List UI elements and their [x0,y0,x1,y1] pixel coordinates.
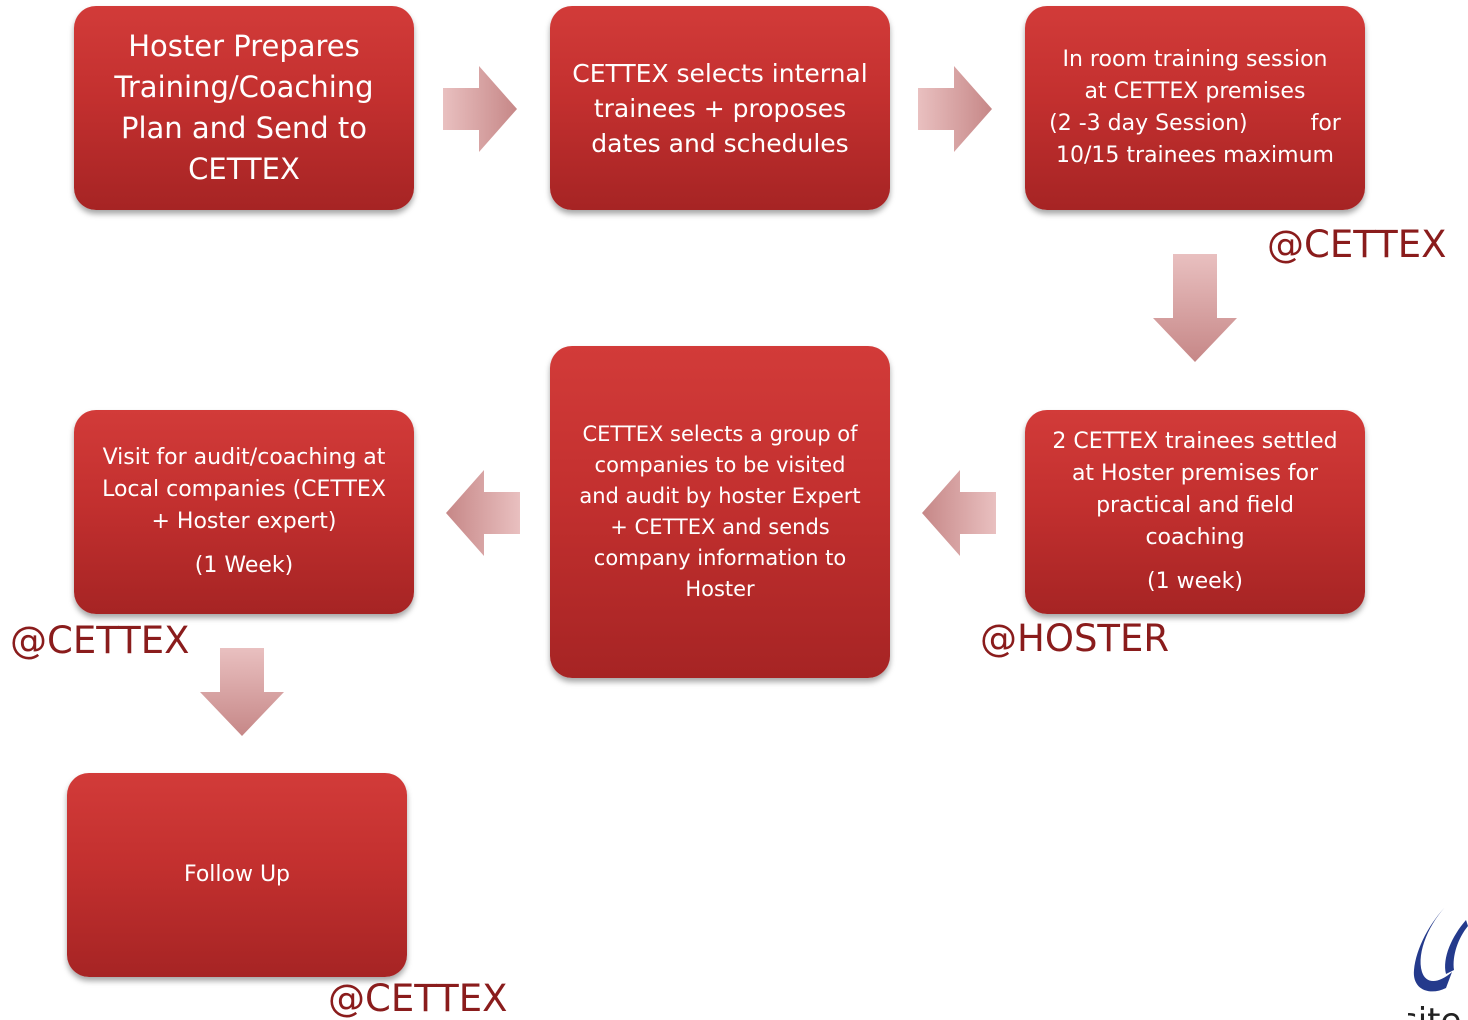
step-text-line: Follow Up [183,862,291,887]
swoosh-logo-icon: site [1408,904,1468,1020]
step-text-line: Plan and Send to [120,111,368,145]
arrow-left-icon [446,470,520,556]
step-text-line: Local companies (CETTEX [102,477,386,502]
step-text-line: CETTEX [188,152,300,186]
step-text-line: practical and field [1096,493,1294,518]
step-visit-local-companies: Visit for audit/coaching at Local compan… [74,410,414,614]
step-cettex-selects-companies: CETTEX selects a group of companies to b… [550,346,890,678]
step-text-line: (2 -3 day Session) for [1049,111,1341,136]
step-text-line: 10/15 trainees maximum [1056,143,1334,168]
step-text-line: CETTEX selects internal [572,58,868,88]
step-text-line: and audit by hoster Expert [579,484,861,508]
step-text-line: at Hoster premises for [1071,461,1319,486]
step-text-line: Visit for audit/coaching at [102,445,386,470]
step-text-line: Hoster [685,577,755,601]
location-tag-hoster: @HOSTER [980,617,1170,660]
logo-partial-text: site [1408,1001,1461,1020]
arrow-right-icon [918,66,992,152]
step-hoster-prepares-plan: Hoster Prepares Training/Coaching Plan a… [74,6,414,210]
step-text-line: Hoster Prepares [128,29,360,63]
step-text-line: In room training session [1062,47,1328,72]
step-text-line: dates and schedules [591,128,849,158]
step-text-line: coaching [1145,525,1245,550]
step-duration: (1 week) [1147,569,1243,594]
location-tag-cettex: @CETTEX [1267,223,1447,266]
arrow-right-icon [443,66,517,152]
step-in-room-training: In room training session at CETTEX premi… [1025,6,1365,210]
step-trainees-at-hoster: 2 CETTEX trainees settled at Hoster prem… [1025,410,1365,614]
step-follow-up: Follow Up [67,773,407,977]
location-tag-cettex: @CETTEX [10,619,190,662]
step-text-line: 2 CETTEX trainees settled [1052,429,1338,454]
step-text-line: companies to be visited [594,453,846,477]
arrow-down-icon [1153,254,1237,362]
step-text-line: company information to [593,546,847,570]
step-text-line: + Hoster expert) [151,509,337,534]
step-text-line: + CETTEX and sends [610,515,830,539]
step-duration: (1 Week) [194,553,294,578]
step-text-line: CETTEX selects a group of [582,422,858,446]
step-text-line: at CETTEX premises [1084,79,1306,104]
arrow-left-icon [922,470,996,556]
step-cettex-selects-trainees: CETTEX selects internal trainees + propo… [550,6,890,210]
arrow-down-icon [200,648,284,736]
step-text-line: Training/Coaching [114,70,374,104]
location-tag-cettex: @CETTEX [328,977,508,1020]
step-text-line: trainees + proposes [593,93,847,123]
